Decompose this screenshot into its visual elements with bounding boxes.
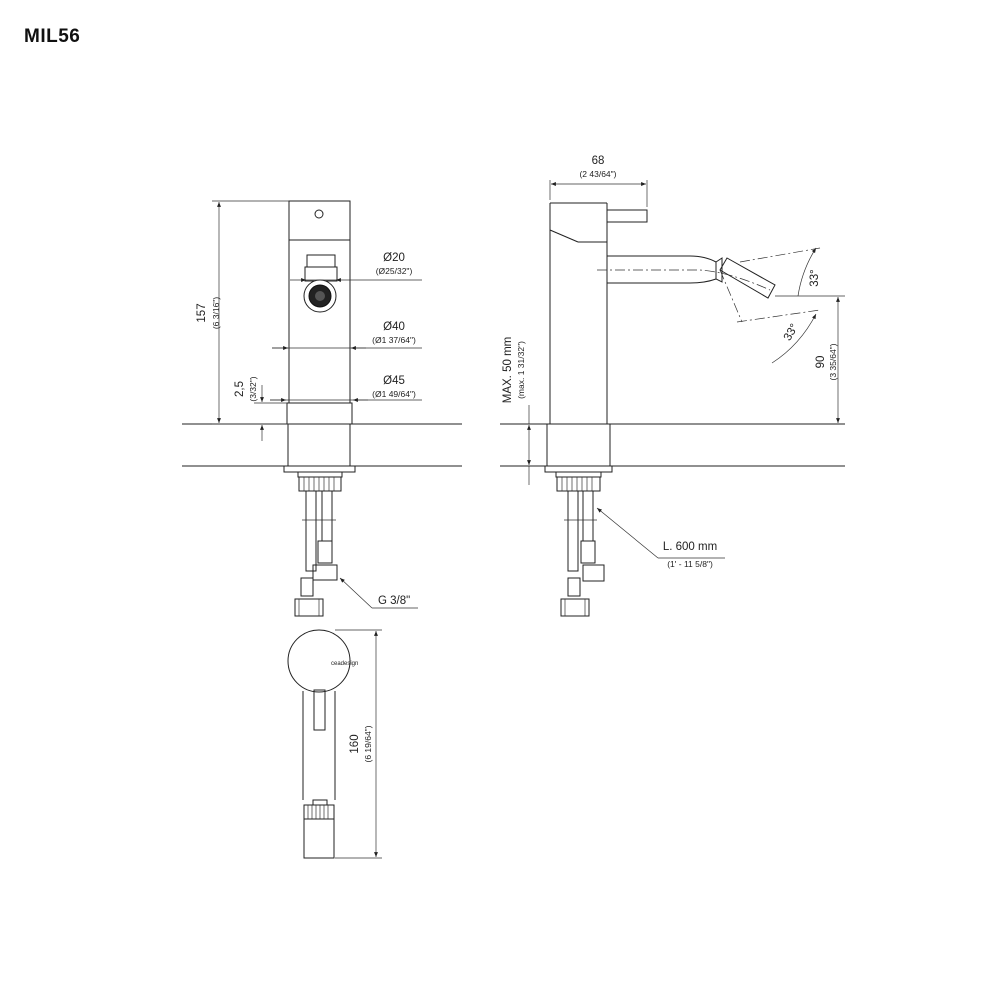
model-title: MIL56 [24, 26, 81, 47]
brand-logo: ceadesign [331, 661, 358, 667]
spout-height-label: 90 [815, 356, 827, 369]
base-diameter-in: (Ø1 49/64") [372, 389, 416, 399]
countertop [182, 423, 845, 467]
front-dimensions: 157 (6 3/16") 2,5 (3/32") Ø20 (Ø25/32") … [196, 200, 422, 609]
gap-label: 2,5 [234, 381, 246, 397]
max-thickness-label-in: (max. 1 31/32") [516, 341, 526, 399]
length-label-in: (6 19/64") [363, 725, 373, 762]
front-view [283, 200, 356, 617]
base-diameter: Ø45 [383, 375, 405, 387]
height-label-in: (6 3/16") [211, 297, 221, 329]
width-label-in: (2 43/64") [579, 169, 616, 179]
hose-length-label-in: (1' - 11 5/8") [667, 559, 713, 569]
angle-down-label: 33° [782, 322, 801, 343]
width-label: 68 [592, 155, 605, 167]
angle-up-label: 33° [809, 269, 821, 286]
gap-label-in: (3/32") [248, 376, 258, 401]
height-label: 157 [196, 303, 208, 322]
hose-length-label: L. 600 mm [663, 541, 717, 553]
max-thickness-label: MAX. 50 mm [502, 337, 514, 403]
thread-label: G 3/8" [378, 595, 410, 607]
body-diameter-in: (Ø1 37/64") [372, 335, 416, 345]
side-view [544, 202, 821, 617]
body-diameter: Ø40 [383, 321, 405, 333]
aerator-diameter-in: (Ø25/32") [376, 266, 413, 276]
length-label: 160 [349, 734, 361, 753]
spout-height-label-in: (3 35/64") [828, 343, 838, 380]
top-view: ceadesign [287, 629, 358, 859]
side-dimensions: 68 (2 43/64") MAX. 50 mm (max. 1 31/32")… [502, 155, 845, 569]
aerator-diameter: Ø20 [383, 252, 405, 264]
top-dimensions: 160 (6 19/64") [335, 629, 382, 859]
